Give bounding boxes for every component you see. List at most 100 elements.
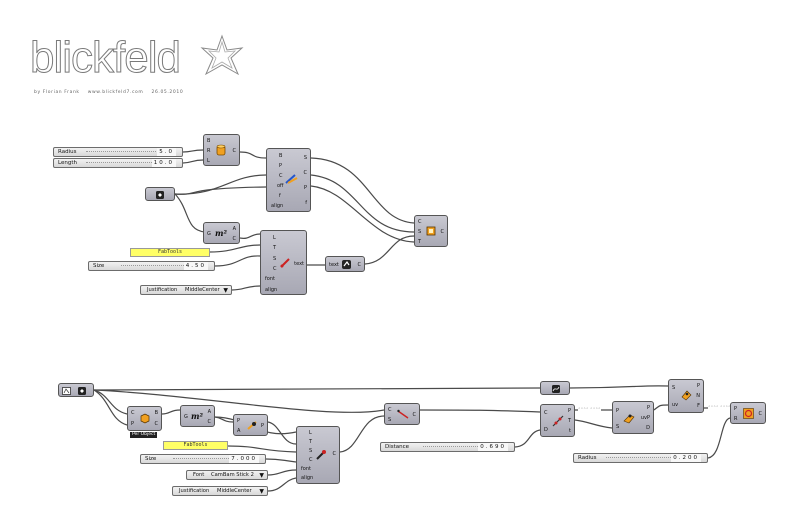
cylinder-component[interactable]: B R L C	[203, 134, 240, 166]
port-label: B	[279, 153, 283, 159]
port-label: S	[418, 229, 422, 235]
merge-component[interactable]: C S T C	[414, 215, 448, 247]
curve-param[interactable]	[540, 381, 570, 395]
wire	[653, 404, 669, 411]
area-icon: m²	[191, 411, 203, 421]
circle-component[interactable]: P R C	[730, 402, 766, 424]
font-list[interactable]: Font CamBam Stick 2 ▼	[186, 470, 268, 480]
wire	[310, 185, 415, 243]
circle-icon	[743, 408, 754, 419]
evaluate-surface-component[interactable]: S uv P N F	[668, 379, 704, 413]
star-logo-icon	[200, 34, 244, 76]
wire	[227, 445, 297, 453]
area-icon: m²	[215, 228, 227, 238]
chevron-down-icon[interactable]: ▼	[259, 488, 264, 495]
brep-icon	[62, 387, 71, 395]
area-component[interactable]: G A C m²	[203, 222, 240, 244]
svg-text:m²: m²	[215, 228, 227, 238]
slider-track[interactable]	[86, 162, 172, 165]
port-label: C	[388, 407, 392, 413]
orient-component[interactable]: B P C off f align S C P f	[266, 148, 311, 212]
fabtools-panel[interactable]: FabTools	[130, 248, 210, 257]
slider-track[interactable]	[86, 151, 172, 154]
port-label: P	[237, 418, 241, 424]
divide-curve-component[interactable]: C D P T t	[540, 404, 575, 437]
line-icon	[397, 409, 409, 419]
slider-track[interactable]	[173, 458, 255, 461]
slider-value: 0.200	[671, 454, 701, 462]
pull-point-component[interactable]: P S P uvP D	[612, 401, 654, 434]
port-label: P	[279, 163, 283, 169]
wire	[239, 151, 267, 159]
wire	[267, 421, 297, 445]
wire	[339, 415, 385, 453]
port-label: T	[418, 239, 422, 245]
curve-icon	[552, 385, 560, 393]
text-outline-icon	[342, 260, 351, 269]
wire	[93, 389, 128, 426]
port-label: uvP	[640, 415, 650, 421]
port-label: P	[616, 408, 620, 414]
wire	[93, 389, 128, 415]
per-object-tag: Per Object	[130, 432, 158, 438]
port-label: off	[277, 183, 284, 189]
distance-slider[interactable]: Distance 0.690	[380, 442, 515, 452]
slider-track[interactable]	[121, 265, 204, 268]
geometry-icon	[78, 387, 86, 395]
justification-list[interactable]: Justification MiddleCenter ▼	[140, 285, 232, 295]
brep-param[interactable]	[58, 383, 94, 397]
port-label: f	[279, 193, 281, 199]
radius-slider[interactable]: Radius 5.0	[53, 147, 183, 157]
slider-label: Radius	[58, 149, 77, 155]
length-slider[interactable]: Length 10.0	[53, 158, 183, 168]
bounding-box-component[interactable]: C P B C	[127, 406, 162, 431]
radius-slider-bottom[interactable]: Radius 0.200	[573, 453, 708, 463]
wire	[364, 235, 415, 265]
point-component[interactable]: P A P	[233, 414, 268, 436]
port-label: R	[207, 148, 211, 154]
list-key: Justification	[179, 488, 210, 494]
port-label: C	[279, 173, 283, 179]
port-label: C	[154, 421, 159, 427]
port-label: align	[271, 203, 284, 209]
slider-value: 7.000	[229, 455, 259, 463]
wire	[239, 233, 261, 240]
port-label: font	[265, 276, 275, 282]
pull-point-icon	[623, 414, 635, 424]
port-label: T	[309, 439, 313, 445]
port-label: text	[329, 262, 339, 268]
relay-wire-label: ◦◦◦◦ ◦◦◦◦	[578, 407, 601, 412]
text-outline-component[interactable]: text C	[325, 256, 365, 272]
port-label: P	[303, 185, 307, 191]
fabtools-panel-bottom[interactable]: FabTools	[163, 441, 228, 450]
port-label: S	[309, 448, 313, 454]
list-key: Font	[193, 472, 205, 478]
geometry-icon	[156, 191, 164, 199]
slider-track[interactable]	[606, 457, 697, 460]
size-slider-bottom[interactable]: Size 7.000	[140, 454, 266, 464]
list-key: Justification	[147, 287, 178, 293]
port-label: P	[260, 423, 264, 429]
relay-wire-label: ◦◦◦◦ ◦◦◦◦	[708, 405, 731, 410]
port-label: B	[207, 138, 211, 144]
text-tag-icon	[316, 450, 326, 460]
port-label: P	[567, 408, 571, 414]
text-tag-component-bottom[interactable]: L T S C font align C	[296, 426, 340, 484]
chevron-down-icon[interactable]: ▼	[223, 287, 228, 294]
port-label: C	[309, 457, 313, 463]
text-tag-component[interactable]: L T S C font align text	[260, 230, 307, 295]
justification-list-bottom[interactable]: Justification MiddleCenter ▼	[172, 486, 268, 496]
wire	[231, 285, 261, 291]
port-label: G	[207, 231, 211, 237]
wire	[310, 157, 415, 224]
chevron-down-icon[interactable]: ▼	[259, 472, 264, 479]
geometry-param[interactable]	[145, 187, 175, 201]
area-component-bottom[interactable]: G A C m²	[180, 405, 215, 427]
wire	[174, 174, 267, 195]
size-slider[interactable]: Size 4.50	[88, 261, 215, 271]
wire	[574, 419, 613, 429]
slider-track[interactable]	[423, 446, 504, 449]
port-label: C	[207, 419, 212, 425]
line-component[interactable]: C S C	[384, 403, 420, 425]
port-label: C	[412, 412, 417, 418]
